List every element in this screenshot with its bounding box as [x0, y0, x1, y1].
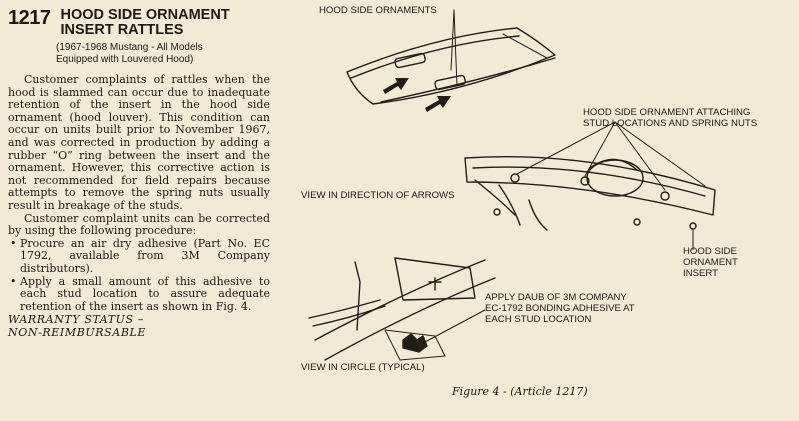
stud-leader-lines [516, 121, 706, 191]
label-adhesive-line-2: EC-1792 BONDING ADHESIVE AT [485, 303, 635, 314]
article-number: 1217 [8, 7, 51, 29]
article-body: Customer complaints of rattles when the … [8, 73, 270, 314]
article-title-line-2: INSERT RATTLES [60, 22, 184, 38]
label-view-circle: VIEW IN CIRCLE (TYPICAL) [301, 362, 425, 373]
adhesive-leader-line [424, 309, 486, 343]
article-subtitle-line-2: Equipped with Louvered Hood) [56, 54, 194, 65]
label-attaching-studs: HOOD SIDE ORNAMENT ATTACHING STUD LOCATI… [583, 107, 757, 129]
adhesive-daub-icon [402, 333, 428, 353]
figure-4: HOOD SIDE ORNAMENTS HOOD SIDE ORNAMENT A… [285, 0, 799, 421]
warranty-line-2: NON-REIMBURSABLE [8, 325, 147, 339]
label-adhesive: APPLY DAUB OF 3M COMPANY EC-1792 BONDING… [485, 292, 635, 325]
label-ornament-insert: HOOD SIDE ORNAMENT INSERT [683, 246, 738, 279]
label-adhesive-line-3: EACH STUD LOCATION [485, 314, 592, 325]
direction-arrows [383, 78, 451, 112]
label-insert-line-1: HOOD SIDE [683, 246, 737, 257]
label-view-arrows: VIEW IN DIRECTION OF ARROWS [301, 190, 455, 201]
article-subtitle-line-1: (1967-1968 Mustang - All Models [56, 42, 203, 53]
label-attaching-line-1: HOOD SIDE ORNAMENT ATTACHING [583, 107, 751, 118]
hood-panel-drawing [346, 27, 556, 105]
label-attaching-line-2: STUD LOCATIONS AND SPRING NUTS [583, 118, 758, 129]
article-text-column: 1217 HOOD SIDE ORNAMENT INSERT RATTLES (… [8, 8, 270, 339]
article-subtitle: (1967-1968 Mustang - All Models Equipped… [56, 42, 270, 66]
arrow-icon [383, 78, 409, 94]
figure-illustration [308, 9, 716, 361]
article-title: HOOD SIDE ORNAMENT INSERT RATTLES [61, 8, 230, 38]
article-title-line-1: HOOD SIDE ORNAMENT [60, 7, 230, 23]
ornament-assembly-drawing [464, 155, 716, 231]
procedure-bullet-2: Apply a small amount of this adhesive to… [8, 275, 270, 314]
procedure-bullet-1: Procure an air dry adhesive (Part No. EC… [8, 237, 270, 276]
warranty-line-1: WARRANTY STATUS – [8, 313, 144, 327]
arrow-icon [425, 96, 451, 112]
label-insert-line-3: INSERT [683, 268, 719, 279]
label-adhesive-line-1: APPLY DAUB OF 3M COMPANY [485, 292, 627, 303]
article-header: 1217 HOOD SIDE ORNAMENT INSERT RATTLES [8, 8, 270, 38]
label-hood-side-ornaments: HOOD SIDE ORNAMENTS [319, 5, 437, 16]
label-insert-line-2: ORNAMENT [683, 257, 738, 268]
warranty-status: WARRANTY STATUS – NON-REIMBURSABLE [8, 314, 270, 339]
detail-view-drawing [308, 257, 496, 361]
body-paragraph-1: Customer complaints of rattles when the … [8, 73, 270, 212]
figure-caption: Figure 4 - (Article 1217) [452, 385, 588, 398]
ornaments-leader-line [450, 9, 458, 87]
body-paragraph-2: Customer complaint units can be correcte… [8, 211, 270, 238]
